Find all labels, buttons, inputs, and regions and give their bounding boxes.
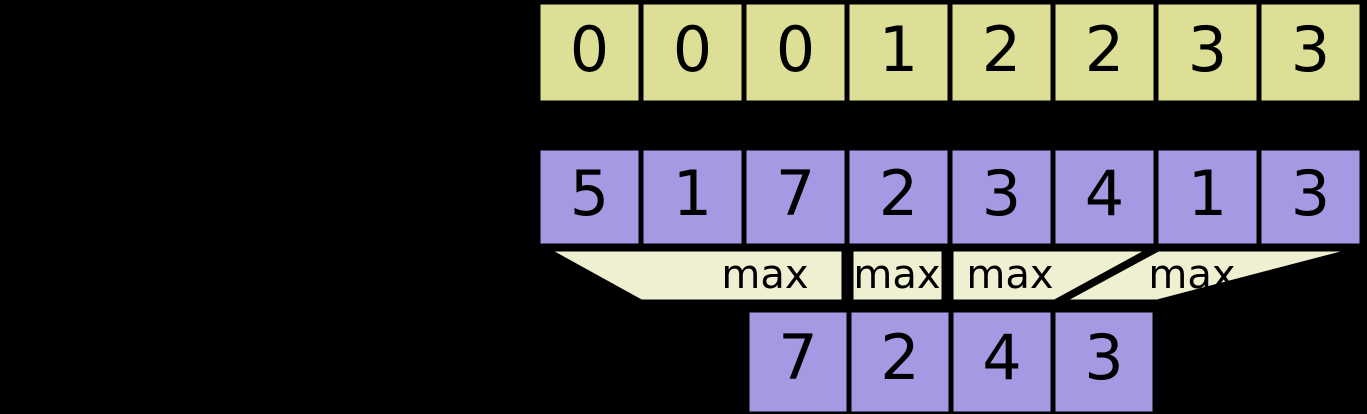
input-cell-label: 7 [776,157,815,230]
index-cell [535,0,644,106]
output-cell-label: 4 [982,321,1021,394]
output-cell-label: 3 [1084,321,1123,394]
index-cell-label: 1 [879,13,918,86]
max-funnel [948,246,1154,305]
max-funnel-label: max [853,252,940,298]
input-cell-label: 5 [570,157,609,230]
max-funnel [1058,246,1361,305]
max-funnel [848,246,947,305]
max-funnel [543,246,847,305]
index-cell-label: 2 [1085,13,1124,86]
index-cell-label: 0 [673,13,712,86]
index-cell [947,0,1056,106]
input-cell-label: 1 [673,157,712,230]
input-value-row: 5 1 7 2 3 4 1 3 [535,145,1365,249]
output-cell-label: 7 [778,321,817,394]
output-value-row: 7 2 4 3 [744,307,1158,414]
input-cell [947,145,1056,249]
input-cell [1256,145,1365,249]
input-cell [844,145,953,249]
input-cell-label: 3 [1291,157,1330,230]
max-funnel-label: max [966,252,1053,298]
index-cell [741,0,850,106]
output-cell [846,307,954,414]
input-cell-label: 3 [982,157,1021,230]
max-funnel-band: max max max max [543,246,1361,305]
index-cell-label: 3 [1291,13,1330,86]
input-cell-label: 4 [1085,157,1124,230]
input-cell [1050,145,1159,249]
max-funnel-label: max [1148,252,1235,298]
input-cell-label: 2 [879,157,918,230]
pooling-index-row: 0 0 0 1 2 2 3 3 [535,0,1365,106]
index-cell-label: 2 [982,13,1021,86]
index-cell-label: 3 [1188,13,1227,86]
input-cell-label: 1 [1188,157,1227,230]
input-cell [535,145,644,249]
output-cell [1050,307,1158,414]
max-funnel-label: max [721,252,808,298]
index-cell [638,0,747,106]
index-cell-label: 0 [776,13,815,86]
input-cell [638,145,747,249]
index-cell [1256,0,1365,106]
output-cell-label: 2 [880,321,919,394]
index-cell-label: 0 [570,13,609,86]
index-cell [1153,0,1262,106]
